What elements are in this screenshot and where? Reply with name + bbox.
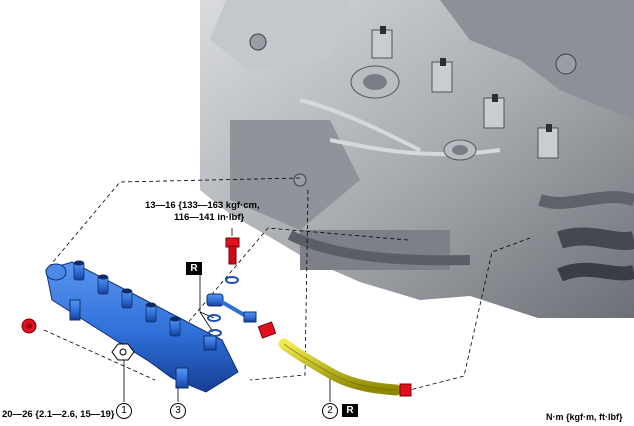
fuel-pipe	[278, 338, 402, 396]
torque-upper-line2: 116—141 in·lbf}	[174, 212, 245, 223]
units-label: N·m {kgf·m, ft·lbf}	[546, 412, 623, 422]
callout-1: 1	[116, 403, 132, 419]
bracket	[206, 276, 257, 337]
leader-lines	[43, 177, 531, 391]
engine-block	[200, 0, 634, 318]
pipe-nut-engine	[399, 383, 412, 397]
torque-upper-line1: 13—16 {133—163 kgf·cm,	[145, 200, 260, 211]
blind-plug	[21, 318, 37, 334]
callout-3: 3	[170, 403, 186, 419]
bolt	[225, 237, 240, 265]
pipe-nut-rail	[257, 321, 277, 339]
replace-badge-upper: R	[186, 262, 202, 275]
torque-lower: 20—26 {2.1—2.6, 15—19}	[2, 409, 115, 420]
sensor-icon	[111, 343, 135, 361]
replace-badge-lower: R	[342, 404, 358, 417]
callout-2: 2	[322, 403, 338, 419]
fuel-rail	[45, 260, 239, 393]
